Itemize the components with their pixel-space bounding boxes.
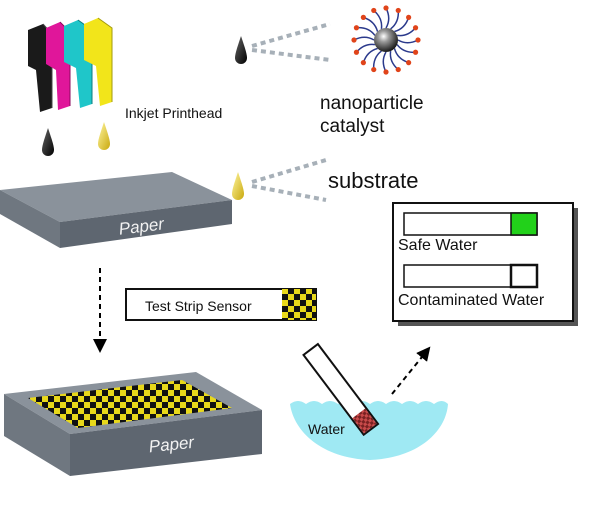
black-ink-drop xyxy=(42,128,54,156)
test-strip-sensor-label: Test Strip Sensor xyxy=(145,298,252,314)
contaminated-water-label: Contaminated Water xyxy=(398,292,545,309)
result-arrow xyxy=(391,346,431,395)
ligand-end xyxy=(360,60,366,66)
ligand-strand xyxy=(353,36,375,41)
sensor-checker-array xyxy=(28,380,232,428)
ligand-end xyxy=(406,14,412,20)
ligand-end xyxy=(395,7,401,14)
ligand-end xyxy=(395,66,401,73)
paper-printed-sensor-array: Paper xyxy=(4,372,262,476)
ligand-strand xyxy=(397,39,419,44)
water-label: Water xyxy=(308,421,345,437)
inkjet-printhead-cartridges xyxy=(28,17,113,112)
cartridge-yellow xyxy=(84,17,113,106)
ligand-strand xyxy=(396,44,416,54)
safe-water-bar xyxy=(403,212,538,236)
paper-label-bottom: Paper xyxy=(148,433,196,457)
ligand-end xyxy=(371,7,377,14)
nanoparticle-catalyst-label: nanoparticle catalyst xyxy=(320,93,424,137)
ligand-end xyxy=(371,66,377,73)
nanoparticle-core xyxy=(374,28,398,52)
inkjet-printhead-label: Inkjet Printhead xyxy=(125,105,223,121)
ligand-strand xyxy=(356,26,376,36)
ligand-end xyxy=(353,49,360,55)
catalyst-dotted-lines xyxy=(251,22,331,62)
contaminated-indicator xyxy=(509,263,539,289)
paper-substrate-top: Paper xyxy=(0,172,232,248)
ligand-strand xyxy=(382,51,387,73)
substrate-ink-drop xyxy=(232,172,244,200)
ligand-end xyxy=(412,49,419,55)
catalyst-ink-drop xyxy=(235,36,247,64)
ligand-strand xyxy=(372,50,382,70)
ligand-end xyxy=(353,25,360,31)
dipped-test-strip xyxy=(302,342,380,437)
ligand-end xyxy=(351,37,357,43)
ligand-end xyxy=(383,5,389,11)
ligand-end xyxy=(412,25,419,31)
substrate-dotted-lines xyxy=(251,158,327,202)
test-strip-checker-pad xyxy=(282,289,316,320)
safe-indicator xyxy=(510,212,538,236)
safe-water-label: Safe Water xyxy=(398,237,478,254)
results-panel xyxy=(392,202,578,326)
substrate-label: substrate xyxy=(328,168,419,193)
nanoparticle-catalyst-icon xyxy=(351,5,421,75)
ligand-end xyxy=(406,60,412,66)
yellow-ink-drop xyxy=(98,122,110,150)
contaminated-water-bar xyxy=(403,263,539,289)
ligand-strand xyxy=(390,10,400,30)
ligand-end xyxy=(383,69,389,75)
ligand-end xyxy=(415,37,421,43)
ligand-strand xyxy=(385,7,390,29)
ligand-end xyxy=(360,14,366,20)
test-strip-sensor xyxy=(125,288,317,321)
dipped-strip-pad xyxy=(352,408,377,434)
